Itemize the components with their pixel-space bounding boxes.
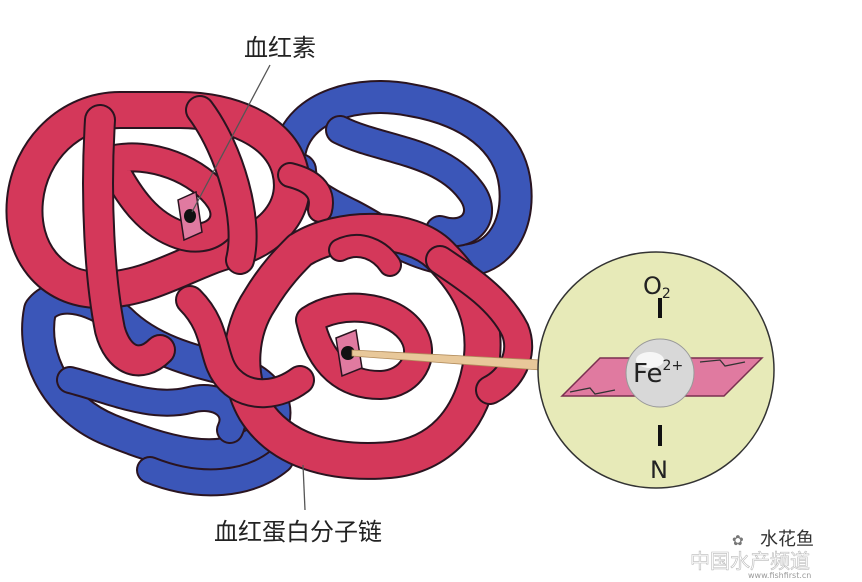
- watermark-wechat-icon: ✿: [732, 533, 744, 549]
- red-subunit-bottom-right: [175, 212, 534, 480]
- iron-charge: 2+: [663, 358, 684, 374]
- heme-label: 血红素: [244, 34, 316, 62]
- watermark: ✿ 水花鱼 中国水产频道 www.fishfirst.cn: [690, 529, 814, 580]
- oxygen-subscript: 2: [662, 286, 671, 302]
- watermark-brand: 水花鱼: [760, 529, 814, 550]
- oxygen-symbol: O: [643, 272, 662, 300]
- iron-symbol: Fe: [633, 359, 663, 389]
- protein-chain-leader-line: [302, 464, 306, 511]
- protein-chain-label: 血红蛋白分子链: [214, 518, 382, 546]
- oxygen-label: O2: [643, 272, 671, 302]
- nitrogen-label: N: [650, 456, 668, 484]
- heme-group-bottom: [335, 328, 363, 378]
- heme-inset: [537, 251, 775, 489]
- heme-leader-line: [191, 64, 271, 213]
- watermark-site: 中国水产频道: [690, 549, 810, 573]
- iron-label: Fe2+: [633, 358, 683, 389]
- red-subunit-top-left: [5, 91, 334, 377]
- watermark-url: www.fishfirst.cn: [748, 571, 811, 580]
